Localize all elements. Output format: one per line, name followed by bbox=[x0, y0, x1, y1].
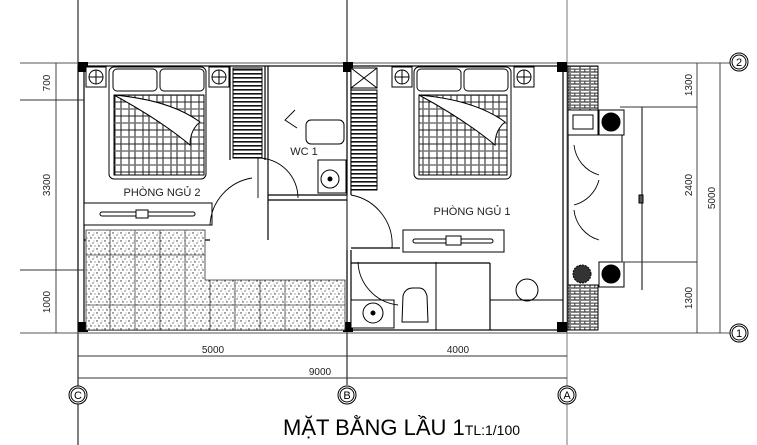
drawing-title: MẶT BẰNG LẦU 1TL:1/100 bbox=[283, 415, 520, 441]
wc-fixtures bbox=[305, 119, 437, 330]
doors bbox=[209, 109, 600, 306]
dim-bottom-5000: 5000 bbox=[202, 345, 225, 356]
wardrobe-1 bbox=[350, 67, 378, 191]
grid-bubble-2: 2 bbox=[729, 52, 749, 72]
balcony bbox=[567, 65, 644, 331]
bed-2 bbox=[108, 66, 207, 180]
dim-right-1300-bottom: 1300 bbox=[684, 286, 695, 309]
dim-bottom-9000: 9000 bbox=[309, 367, 332, 378]
dim-right-5000: 5000 bbox=[707, 186, 718, 209]
room-label-bedroom-1: PHÒNG NGỦ 1 bbox=[433, 205, 510, 218]
drawing-scale: TL:1/100 bbox=[464, 422, 521, 438]
dim-right-2400: 2400 bbox=[684, 173, 695, 196]
grid-bubble-c: C bbox=[68, 385, 88, 405]
svg-text:A: A bbox=[563, 390, 571, 402]
dim-bottom-4000: 4000 bbox=[447, 345, 470, 356]
dim-left-1000: 1000 bbox=[42, 290, 53, 313]
desk-1 bbox=[402, 229, 563, 302]
dim-left-3300: 3300 bbox=[42, 173, 53, 196]
wardrobe-2 bbox=[232, 67, 263, 159]
drawing-title-main: MẶT BẰNG LẦU 1 bbox=[283, 415, 465, 440]
grid-bubble-a: A bbox=[557, 385, 577, 405]
room-label-wc-1: WC 1 bbox=[290, 146, 318, 158]
desk-2 bbox=[83, 202, 213, 226]
grid-bubbles: C B A 2 1 bbox=[68, 52, 749, 405]
structural-columns bbox=[78, 62, 567, 332]
grid-bubble-b: B bbox=[337, 385, 357, 405]
dimension-labels: 5000 4000 9000 700 3300 1000 1300 2400 1… bbox=[42, 73, 718, 378]
nightstands bbox=[85, 66, 535, 88]
svg-text:C: C bbox=[74, 390, 82, 402]
svg-text:1: 1 bbox=[736, 328, 742, 340]
svg-text:2: 2 bbox=[736, 57, 742, 69]
svg-text:B: B bbox=[343, 390, 350, 402]
stair-hatch bbox=[85, 229, 346, 331]
dim-left-700: 700 bbox=[42, 74, 53, 91]
bed-1 bbox=[413, 66, 512, 180]
grid-bubble-1: 1 bbox=[729, 323, 749, 343]
dimension-lines bbox=[20, 63, 721, 379]
dim-right-1300-top: 1300 bbox=[684, 73, 695, 96]
room-label-bedroom-2: PHÒNG NGỦ 2 bbox=[123, 186, 200, 199]
